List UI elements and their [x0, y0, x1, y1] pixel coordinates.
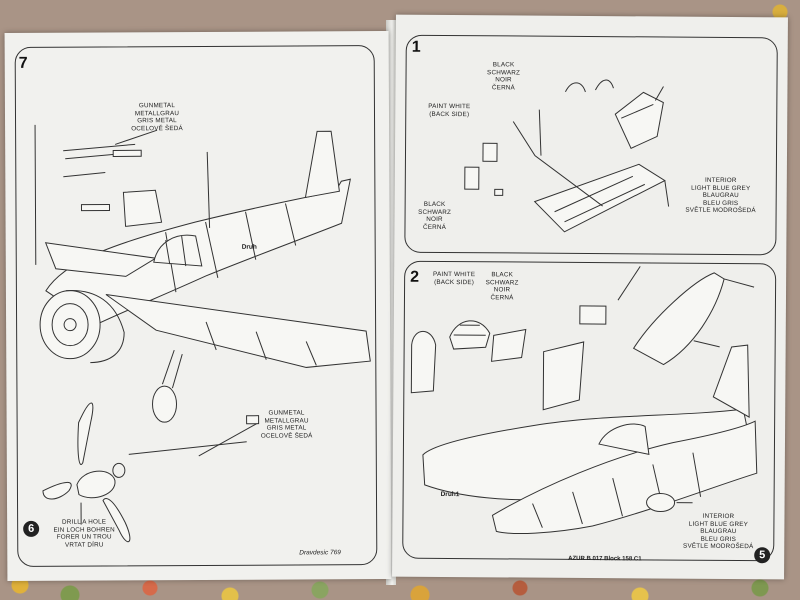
aircraft-fuselage-drawing — [34, 124, 371, 543]
page-credit: Dravdesic 769 — [299, 549, 341, 557]
instruction-page-left: 7 — [4, 30, 392, 582]
instruction-page-right: 1 — [392, 14, 788, 580]
step-2-number: 2 — [410, 268, 420, 286]
step1-paint-white-note: PAINT WHITE(BACK SIDE) — [428, 102, 471, 118]
druh-label: Druh — [241, 243, 257, 251]
page-number-badge: 6 — [23, 520, 40, 537]
cockpit-floor-drawing — [410, 79, 758, 534]
page-number-badge: 5 — [754, 547, 771, 564]
footer-model-label: AZUR B 017 Block 158.C1 — [568, 555, 642, 563]
booklet-fold — [386, 20, 396, 585]
step2-druh-label: Druh1 — [440, 490, 460, 499]
step2-paint-white-note: PAINT WHITE(BACK SIDE) — [433, 270, 476, 286]
